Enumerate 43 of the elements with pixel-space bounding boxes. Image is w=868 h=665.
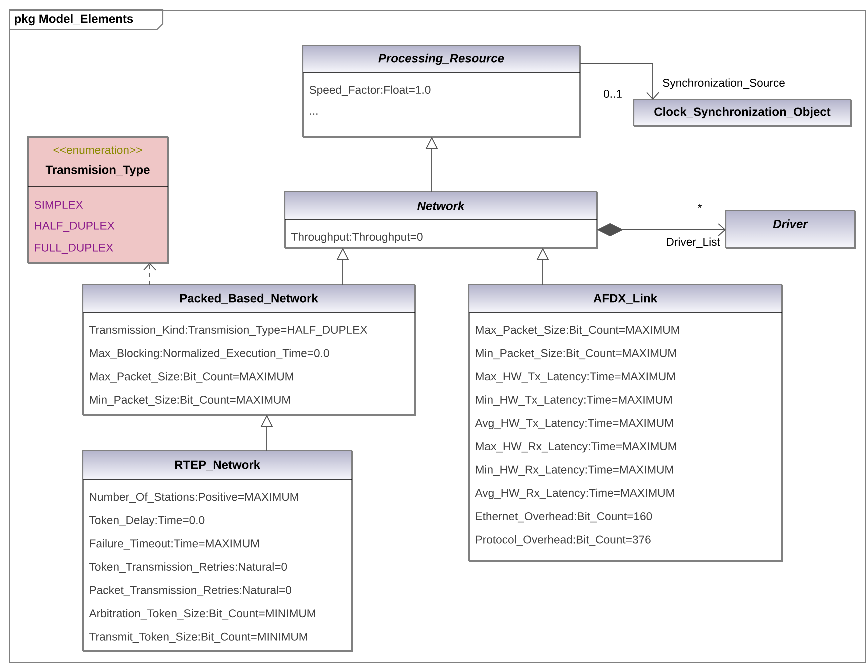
- attribute-text: Max_Blocking:Normalized_Execution_Time=0.0: [90, 349, 330, 360]
- attribute-text: Speed_Factor:Float=1.0: [310, 86, 431, 96]
- attribute-text: Max_HW_Rx_Latency:Time=MAXIMUM: [476, 442, 676, 453]
- attribute-text: Transmit_Token_Size:Bit_Count=MINIMUM: [90, 632, 308, 644]
- multiplicity-label: *: [698, 204, 702, 208]
- attribute-text: Min_HW_Tx_Latency:Time=MAXIMUM: [476, 396, 672, 406]
- attribute-text: ...: [310, 114, 318, 115]
- class-name: Driver: [773, 220, 808, 228]
- attribute-text: Packet_Transmission_Retries:Natural=0: [90, 586, 292, 596]
- package-title: pkg Model_Elements: [15, 14, 134, 26]
- attribute-text: Ethernet_Overhead:Bit_Count=160: [476, 512, 652, 523]
- attribute-text: Min_Packet_Size:Bit_Count=MAXIMUM: [476, 349, 676, 360]
- class-name: RTEP_Network: [175, 460, 261, 471]
- class-name: AFDX_Link: [594, 294, 658, 304]
- stereotype-text: <<enumeration>>: [54, 146, 142, 154]
- enum-literal: HALF_DUPLEX: [35, 222, 115, 232]
- attribute-text: Transmission_Kind:Transmision_Type=HALF_DUPLEX: [90, 326, 368, 336]
- class-name: Transmision_Type: [46, 165, 150, 177]
- attribute-text: Max_Packet_Size:Bit_Count=MAXIMUM: [90, 372, 294, 383]
- class-name: Processing_Resource: [378, 54, 504, 66]
- attribute-text: Number_Of_Stations:Positive=MAXIMUM: [90, 492, 298, 504]
- dependency-arrow: [144, 263, 156, 286]
- attribute-text: Throughput:Throughput=0: [292, 232, 423, 244]
- attribute-text: Avg_HW_Rx_Latency:Time=MAXIMUM: [475, 488, 674, 500]
- attribute-text: Max_HW_Tx_Latency:Time=MAXIMUM: [476, 372, 676, 383]
- attribute-text: Avg_HW_Tx_Latency:Time=MAXIMUM: [475, 418, 674, 430]
- enum-literal: SIMPLEX: [34, 201, 84, 209]
- class-name: Network: [418, 202, 466, 210]
- attribute-text: Min_HW_Rx_Latency:Time=MAXIMUM: [476, 466, 674, 476]
- multiplicity-label: 0..1: [604, 90, 622, 98]
- attribute-text: Failure_Timeout:Time=MAXIMUM: [90, 539, 260, 550]
- association-arrow: [580, 64, 660, 100]
- attribute-text: Token_Transmission_Retries:Natural=0: [90, 562, 288, 574]
- attribute-text: Protocol_Overhead:Bit_Count=376: [476, 535, 651, 546]
- enum-literal: FULL_DUPLEX: [35, 244, 114, 254]
- attribute-text: Min_Packet_Size:Bit_Count=MAXIMUM: [90, 396, 290, 406]
- edge-label: Driver_List: [664, 236, 722, 250]
- attribute-text: Max_Packet_Size:Bit_Count=MAXIMUM: [476, 326, 680, 336]
- class-name: Clock_Synchronization_Object: [654, 107, 831, 119]
- class-name: Packed_Based_Network: [180, 294, 318, 304]
- attribute-text: Arbitration_Token_Size:Bit_Count=MINIMUM: [89, 609, 316, 620]
- attribute-text: Token_Delay:Time=0.0: [90, 516, 205, 527]
- edge-label: Synchronization_Source: [661, 77, 787, 91]
